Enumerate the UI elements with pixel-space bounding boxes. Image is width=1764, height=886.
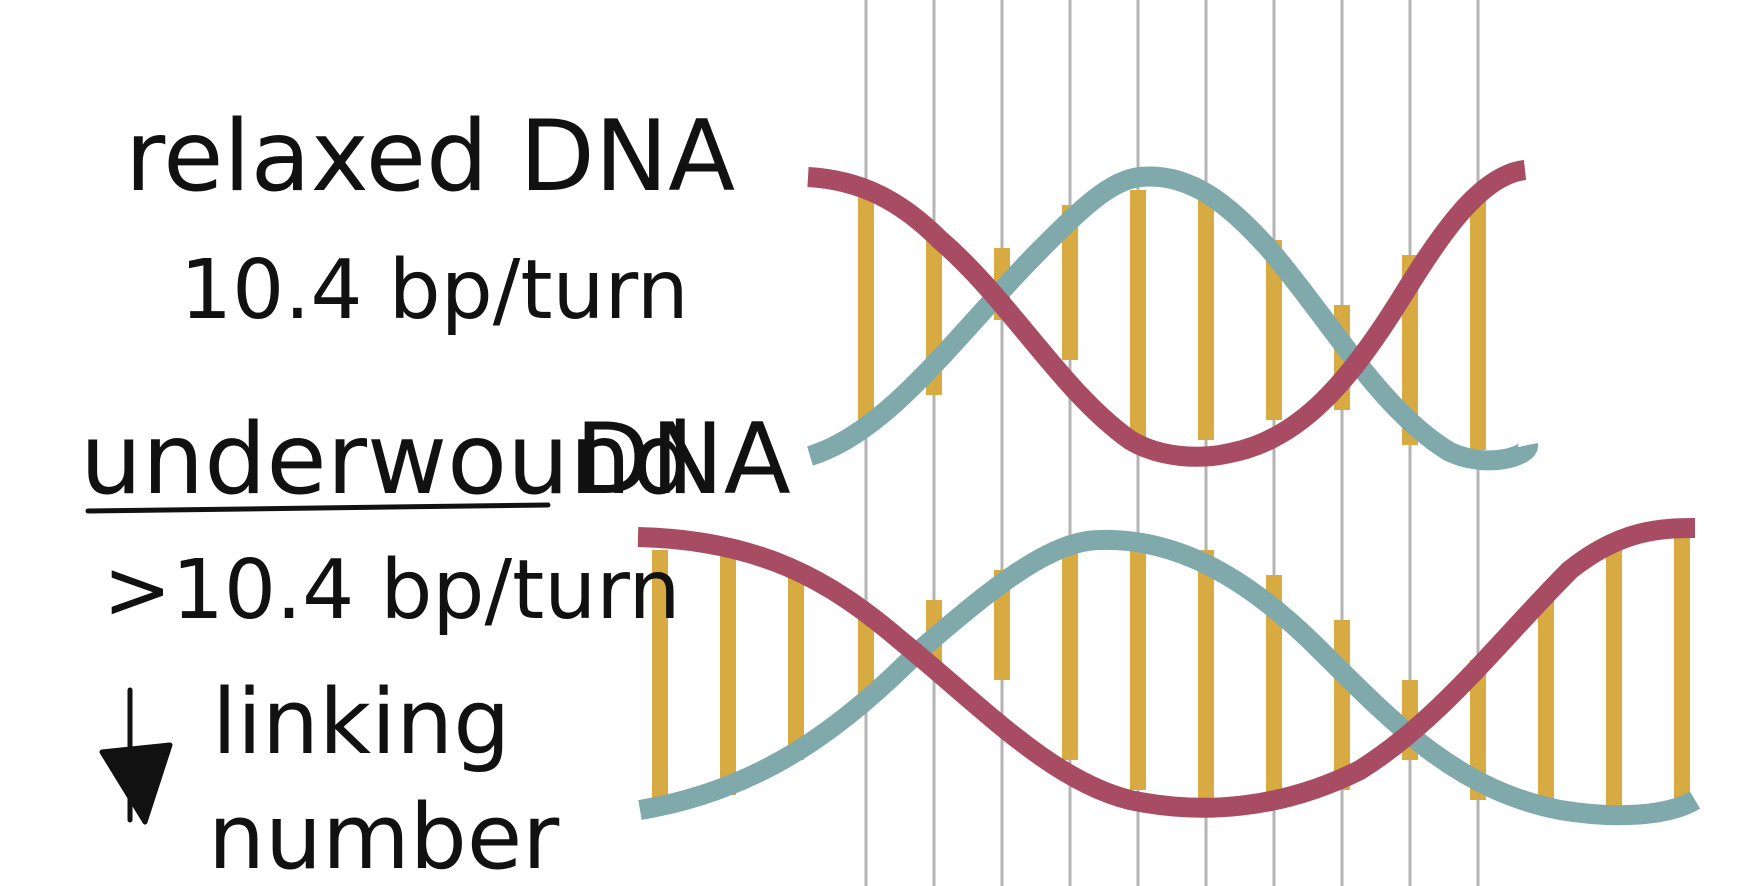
linking-number-line2: number bbox=[208, 785, 559, 886]
underwound-base-pairs bbox=[652, 535, 1690, 810]
underwound-underline bbox=[85, 502, 551, 514]
down-arrow-icon bbox=[99, 687, 173, 825]
linking-number-line1: linking bbox=[212, 670, 510, 775]
underwound-dna-label: DNA bbox=[575, 403, 791, 517]
relaxed-strand-teal bbox=[806, 166, 1538, 471]
relaxed-dna-title: relaxed DNA bbox=[125, 100, 735, 214]
relaxed-dna-helix bbox=[806, 160, 1538, 471]
underwound-strand-teal bbox=[638, 529, 1701, 826]
underwound-rate-label: >10.4 bp/turn bbox=[103, 543, 680, 638]
underwound-dna-helix bbox=[637, 518, 1701, 826]
relaxed-rate-label: 10.4 bp/turn bbox=[180, 243, 689, 338]
underwound-strand-red bbox=[637, 518, 1696, 818]
underwound-word: underwound bbox=[80, 403, 694, 517]
relaxed-strand-red bbox=[807, 160, 1527, 467]
